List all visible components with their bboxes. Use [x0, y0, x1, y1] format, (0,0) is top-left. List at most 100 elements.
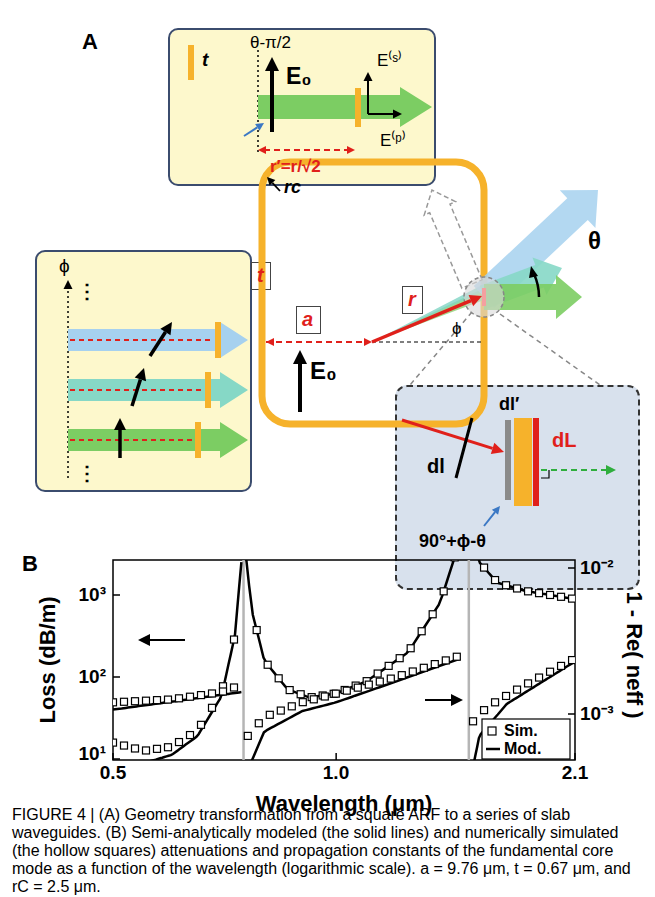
axis-pointer: [425, 699, 451, 701]
field-s-arrow: [367, 81, 369, 114]
fiber-core-square: [262, 162, 484, 424]
inset-label: E⁽ᵖ⁾: [380, 132, 406, 151]
sim-marker: [387, 675, 394, 682]
band-edge-line: [468, 560, 471, 760]
figure-label: 0.5: [100, 763, 126, 784]
inset-label: 90°+ϕ-θ: [419, 532, 486, 552]
pointer-arrow: [484, 512, 495, 526]
sim-marker: [176, 695, 183, 702]
axis-pointer-head: [451, 694, 463, 706]
sim-marker: [396, 655, 403, 662]
sim-marker: [354, 684, 361, 691]
model-curve: [250, 659, 460, 761]
inset-label: ⋮: [77, 280, 97, 302]
sim-marker: [121, 742, 128, 749]
field-arrow-head: [135, 368, 146, 381]
figure-label: 10⁻²: [580, 558, 613, 579]
axis-pointer: [150, 639, 185, 641]
sim-marker: [264, 661, 271, 668]
sim-marker: [220, 688, 227, 695]
tick: [568, 713, 575, 715]
sim-marker: [514, 686, 521, 693]
sim-marker: [244, 732, 251, 739]
figure-label: B: [22, 552, 38, 576]
sim-marker: [113, 699, 117, 706]
tick: [113, 758, 120, 760]
inset-label: dL: [552, 429, 576, 451]
sim-marker: [209, 704, 216, 711]
normal-arrow: [541, 469, 606, 471]
phi-axis-head: [64, 280, 73, 289]
inset-label: r′=r/√2: [270, 158, 321, 177]
sim-marker: [492, 699, 499, 706]
plot-frame: [113, 560, 575, 760]
band-edge-line: [242, 560, 245, 760]
sim-marker: [420, 664, 427, 671]
sim-marker: [376, 678, 383, 685]
sim-marker: [277, 707, 284, 714]
normal-arrow-head: [606, 465, 616, 475]
sim-marker: [198, 692, 205, 699]
dimension-line: [70, 339, 213, 341]
slab-wall: [215, 322, 221, 358]
sim-marker: [547, 668, 554, 675]
sim-marker: [143, 747, 150, 754]
angle-arc-head: [529, 266, 538, 278]
field-arrow-head: [265, 57, 279, 71]
tick: [574, 753, 576, 760]
caption: FIGURE 4 | (A) Geometry transformation f…: [12, 806, 644, 896]
field-s-arrow-head: [364, 72, 373, 81]
sim-marker: [310, 696, 317, 703]
sim-marker: [176, 739, 183, 746]
sim-marker: [481, 564, 488, 571]
field-arrow-head: [293, 350, 307, 364]
element-dL: [533, 418, 539, 506]
sim-marker: [558, 593, 565, 600]
sim-marker: [451, 560, 458, 561]
figure-label: 10¹: [79, 744, 106, 765]
sim-marker: [525, 680, 532, 687]
sim-marker: [209, 690, 216, 697]
slab-wall: [195, 422, 201, 458]
field-arrow: [150, 332, 165, 356]
sim-marker: [187, 693, 194, 700]
slab-arrow: [68, 422, 248, 458]
radius-arrow-head: [469, 295, 482, 306]
sim-marker: [154, 745, 161, 752]
sim-marker: [132, 745, 139, 752]
inset-label: ϕ: [59, 256, 70, 277]
figure-label: 10³: [79, 585, 106, 606]
figure-label: rc: [284, 178, 301, 198]
figure-label: E₀: [310, 358, 337, 384]
reference-line: [372, 341, 484, 342]
tick: [568, 567, 575, 569]
dimension-r-prime-head: [258, 146, 266, 154]
dimension-line: [70, 439, 193, 441]
sim-marker: [569, 595, 575, 602]
inset-label: ⋮: [77, 462, 97, 484]
inset-label: dl: [427, 455, 445, 477]
figure-label: Loss (dB/m): [36, 596, 60, 723]
model-curve: [472, 661, 575, 760]
sim-marker: [297, 691, 304, 698]
sim-marker: [165, 696, 172, 703]
tick: [112, 753, 114, 760]
radius-arrow: [372, 301, 471, 342]
sim-marker: [453, 653, 460, 660]
model-curve: [246, 560, 461, 697]
sim-marker: [492, 577, 499, 584]
wall-element: [514, 418, 532, 506]
slab-wall: [205, 372, 211, 408]
sim-marker: [286, 687, 293, 694]
sim-marker: [255, 720, 262, 727]
element-dl-prime: [505, 420, 511, 500]
sim-marker: [536, 674, 543, 681]
symbol-box: r: [402, 286, 423, 314]
sim-marker: [431, 661, 438, 668]
symbol-label: a: [302, 307, 315, 332]
sim-marker: [198, 721, 205, 728]
sim-marker: [132, 698, 139, 705]
angle-arc: [534, 274, 539, 297]
sim-marker: [418, 628, 425, 635]
sim-marker: [514, 585, 521, 592]
